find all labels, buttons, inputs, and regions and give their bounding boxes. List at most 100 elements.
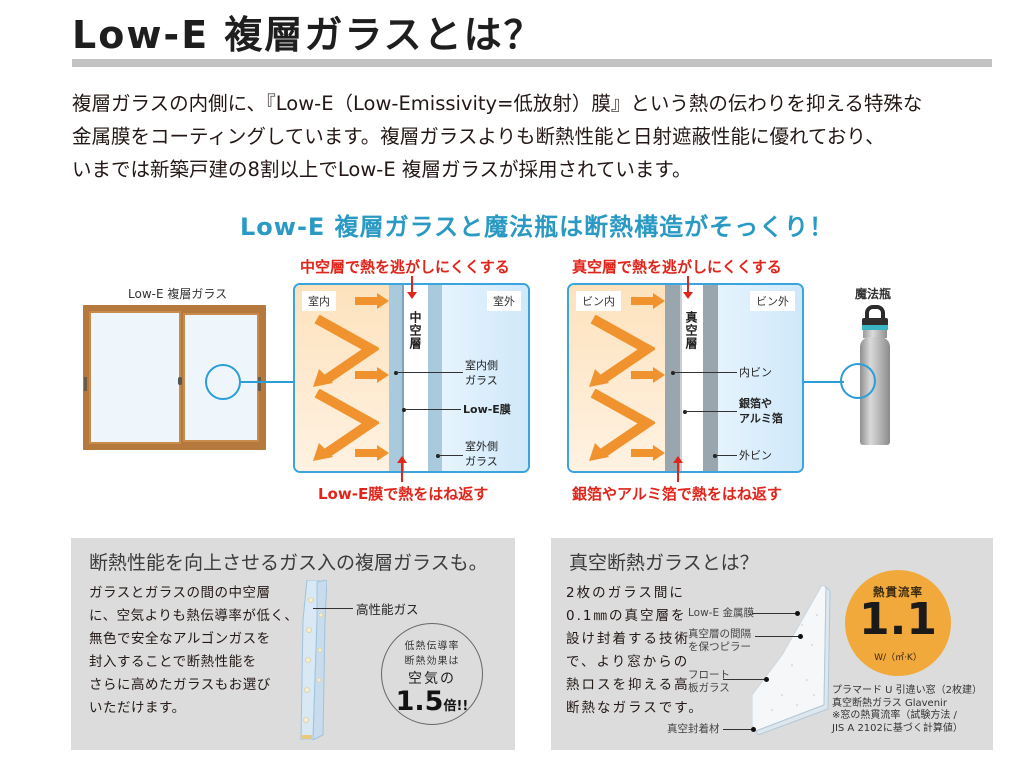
intro-line: 複層ガラスの内側に、『Low-E（Low-Emissivity=低放射）膜』とい… xyxy=(72,92,923,115)
outdoor-tag: 室外 xyxy=(487,291,521,311)
lowe-film xyxy=(402,285,404,471)
callout-line xyxy=(404,409,461,410)
gas-label: 高性能ガス xyxy=(356,602,419,617)
intro-line: 金属膜をコーティングしています。複層ガラスよりも断熱性能と日射遮蔽性能に優れてお… xyxy=(72,125,885,148)
callout-dot xyxy=(764,677,769,682)
callout-dot xyxy=(402,408,406,412)
bottle-label: 魔法瓶 xyxy=(855,287,892,301)
window-label: Low-E 複層ガラス xyxy=(128,287,228,301)
callout-line xyxy=(723,679,766,680)
heat-reflect-icon xyxy=(589,315,655,387)
window-connector-line xyxy=(241,381,294,383)
red-arrow-up-icon xyxy=(397,456,407,482)
outer-glass-label: 室外側 ガラス xyxy=(465,440,498,468)
glass-bottom-caption: Low-E膜で熱をはね返す xyxy=(318,485,489,503)
outer-glass xyxy=(428,285,442,471)
callout-dot xyxy=(683,410,687,414)
outer-wall xyxy=(703,285,718,471)
gas-box-body: ガラスとガラスの間の中空層 に、空気よりも熱伝導率が低く、 無色で安全なアルゴン… xyxy=(89,585,299,716)
lowe-film-label: Low-E膜 xyxy=(463,403,511,416)
callout-line xyxy=(723,729,753,730)
heat-arrow-icon xyxy=(355,367,389,383)
glass-cross-section: 室内 室外 中空層 室内側 ガラス Low-E膜 室外側 ガラス xyxy=(293,283,530,473)
inside-bottle-tag: ビン内 xyxy=(576,291,621,311)
callout-dot xyxy=(798,634,803,639)
vacuum-seal-label: 真空封着材 xyxy=(667,723,720,735)
callout-line xyxy=(673,372,737,373)
u-value: 1.1 xyxy=(859,594,937,645)
ratio-value: 1.5 xyxy=(395,686,444,717)
bottle-handle xyxy=(865,305,885,320)
heat-arrow-icon xyxy=(631,445,665,461)
callout-dot xyxy=(671,371,675,375)
vacuum-gap xyxy=(680,285,703,471)
window-handle-icon xyxy=(258,377,261,391)
callout-dot xyxy=(436,454,440,458)
bottle-top-caption: 真空層で熱を逃がしにくくする xyxy=(572,258,782,276)
title-divider xyxy=(72,59,992,67)
callout-line xyxy=(396,372,463,373)
foil-layer xyxy=(680,285,682,471)
red-arrow-down-icon xyxy=(407,276,417,299)
u-value-footnote: プラマード U 引違い窓（2枚建） 真空断熱ガラス Glavenir ※窓の熱貫… xyxy=(832,685,983,734)
comparison-headline: Low-E 複層ガラスと魔法瓶は断熱構造がそっくり！ xyxy=(240,213,835,241)
window-handle-icon xyxy=(84,377,87,391)
heat-reflect-icon xyxy=(313,315,379,387)
heat-arrow-icon xyxy=(355,445,389,461)
u-value-badge: 熱貫流率 1.1 W/（㎡·K） xyxy=(845,570,951,676)
inner-wall xyxy=(665,285,680,471)
glass-top-caption: 中空層で熱を逃がしにくくする xyxy=(300,258,510,276)
window-zoom-circle xyxy=(205,364,241,400)
callout-dot xyxy=(713,454,717,458)
bottle-bottom-caption: 銀箔やアルミ箔で熱をはね返す xyxy=(572,485,782,503)
vacuum-label: 真空層 xyxy=(684,311,698,350)
vacuum-glass-illustration xyxy=(752,585,831,735)
callout-line xyxy=(752,613,797,614)
bottle-lid xyxy=(862,318,888,326)
callout-dot xyxy=(795,611,800,616)
outside-bottle-tag: ビン外 xyxy=(750,291,795,311)
outside-bottle-zone xyxy=(704,285,802,471)
callout-line xyxy=(685,411,737,412)
callout-line xyxy=(755,636,800,637)
foil-label: 銀箔や アルミ箔 xyxy=(739,397,783,425)
red-arrow-down-icon xyxy=(683,276,693,299)
indoor-tag: 室内 xyxy=(302,291,336,311)
vacuum-box-body: 2枚のガラス間に 0.1㎜の真空層を 設け封着する技術 で、より窓からの 熱ロス… xyxy=(566,585,704,716)
inner-glass-label: 室内側 ガラス xyxy=(465,359,498,387)
gas-glass-illustration xyxy=(300,580,327,740)
intro-line: いまでは新築戸建の8割以上でLow-E 複層ガラスが採用されています。 xyxy=(72,158,692,181)
intro-paragraph: 複層ガラスの内側に、『Low-E（Low-Emissivity=低放射）膜』とい… xyxy=(72,87,1002,186)
gas-callout-line xyxy=(313,608,353,609)
conductivity-badge: 低熱伝導率 断熱効果は 空気の 1.5倍!! xyxy=(381,623,483,725)
float-glass-label: フロート 板ガラス xyxy=(688,669,730,694)
bottle-neck xyxy=(863,330,887,338)
bottle-connector-line xyxy=(804,381,844,383)
callout-dot xyxy=(394,371,398,375)
heat-arrow-icon xyxy=(355,293,389,309)
callout-line xyxy=(715,455,737,456)
heat-reflect-icon xyxy=(589,389,655,461)
bottle-ring xyxy=(862,325,888,330)
gap-label: 中空層 xyxy=(408,311,422,350)
u-value-label: 熱貫流率 xyxy=(873,585,923,599)
u-value-unit: W/（㎡·K） xyxy=(874,653,922,663)
air-gap xyxy=(403,285,428,471)
pillar-label: 真空層の間隔 を保つピラー xyxy=(688,628,751,653)
bottle-cross-section: ビン内 ビン外 真空層 内ビン 銀箔や アルミ箔 外ビン xyxy=(567,283,804,473)
vacuum-box-heading: 真空断熱ガラスとは？ xyxy=(569,552,759,574)
outdoor-zone xyxy=(432,285,528,471)
heat-arrow-icon xyxy=(631,367,665,383)
heat-arrow-icon xyxy=(631,293,665,309)
inner-wall-label: 内ビン xyxy=(739,366,772,379)
gas-box-heading: 断熱性能を向上させるガス入の複層ガラスも。 xyxy=(89,552,488,574)
callout-line xyxy=(438,455,463,456)
outer-wall-label: 外ビン xyxy=(739,449,772,462)
heat-reflect-icon xyxy=(313,389,379,461)
page-title: Low-E 複層ガラスとは？ xyxy=(72,13,544,57)
callout-dot xyxy=(751,727,756,732)
bottle-zoom-circle xyxy=(840,363,876,399)
red-arrow-up-icon xyxy=(673,456,683,482)
lowe-metal-film-label: Low-E 金属膜 xyxy=(688,607,754,619)
window-lock-icon xyxy=(178,377,182,385)
